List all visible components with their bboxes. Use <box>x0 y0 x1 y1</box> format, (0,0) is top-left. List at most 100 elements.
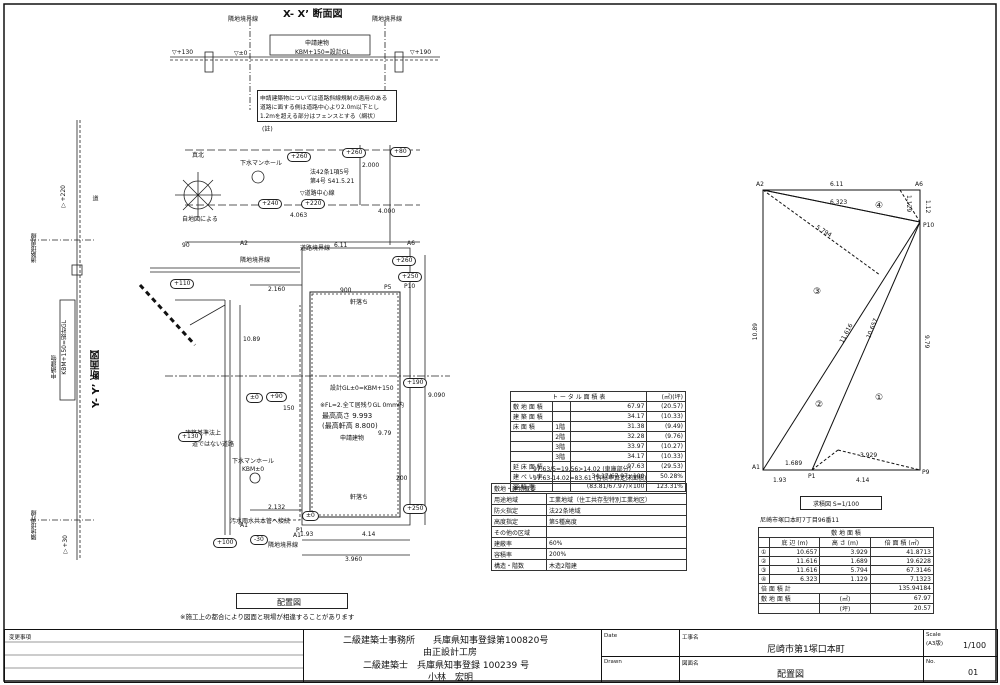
triangle-title-box: 求積図 S=1/100 <box>800 496 882 510</box>
project-divider <box>679 656 923 657</box>
drawing-label: 図面名 <box>682 661 699 667</box>
manhole-label: 下水マンホール <box>240 160 283 167</box>
dim-total: 3.960 <box>345 556 363 563</box>
road-law-label: 法42条1項5号 <box>310 169 350 176</box>
section-yy-building: 申請建物 <box>51 355 58 379</box>
no-label: No. <box>926 659 936 665</box>
area-cell <box>509 441 554 452</box>
dim-top: 6.11 <box>334 242 348 249</box>
calc-cell: 6.323 <box>768 574 821 584</box>
area-cell: 敷 地 面 積 <box>509 401 554 412</box>
building-label: 申請建物 <box>340 435 365 442</box>
level-tag: +220 <box>301 199 326 209</box>
tri-a2: A2 <box>756 181 764 188</box>
site-value: 工業地域（住工共存型特別工業地区） <box>546 493 687 505</box>
area-cell <box>509 431 554 442</box>
dim-900: 900 <box>340 287 352 294</box>
area-cell: (20.57) <box>646 401 686 412</box>
neighbor-boundary-bottom: 隣地境界線 <box>268 542 299 549</box>
level-tag: +190 <box>403 378 428 388</box>
area-cell: 建 築 面 積 <box>509 411 554 422</box>
section-xx-level-zero: ▽±0 <box>234 50 248 57</box>
table-row: (坪)20.57 <box>757 603 935 614</box>
office-line-3: 二級建築士 兵庫県知事登録 100239 号 <box>363 661 530 671</box>
level-tag: -30 <box>250 535 268 545</box>
area-table-title: ト ー タ ル 面 積 表 <box>509 391 648 402</box>
note-line-2: 道路に面する側は道路中心より2.0m以下とし <box>260 105 380 111</box>
scale-value: 1/100 <box>963 641 987 650</box>
drain-label: 汚水雨水共本管へ接続 <box>230 518 291 525</box>
table-row: 構造・階数木造2階建 <box>491 559 687 571</box>
area-cell: (9.76) <box>646 431 686 442</box>
calc-cell: 19.6228 <box>869 556 935 566</box>
date-label: Date <box>604 633 618 639</box>
site-key: 容積率 <box>491 548 547 560</box>
kbm-label: KBM±0 <box>242 466 265 473</box>
dim-side-right: 9.090 <box>428 392 446 399</box>
tri-len-1689: 1.689 <box>785 460 803 467</box>
area-cell: 34.17 <box>570 411 648 422</box>
point-a2: A2 <box>240 240 248 247</box>
tri-len-1089: 10.89 <box>752 323 759 341</box>
title-block: 変更事項 二級建築士事務所 兵庫県知事登録第100820号 由正設計工房 二級建… <box>4 629 998 683</box>
tri-len-top: 6.11 <box>830 181 844 188</box>
calc-site-value: 67.97 <box>869 593 935 604</box>
scale-sub: (A3版) <box>926 641 944 647</box>
calc-site-label: 敷 地 面 積 <box>757 593 821 604</box>
level-tag: +260 <box>342 148 367 158</box>
date-cell: Date Drawn <box>601 630 680 682</box>
section-xx-right-boundary: 隣地境界線 <box>372 16 403 23</box>
dim-90: 90 <box>182 242 190 249</box>
section-yy-level-top: ▽+220 <box>60 185 67 209</box>
level-tag: +80 <box>390 147 411 157</box>
eave-height-label: (最高軒高 8.800) <box>322 422 378 430</box>
table-row: 敷 地 面 積 67.97(20.57) <box>509 401 686 412</box>
area-cell: 31.38 <box>570 421 648 432</box>
calc-site-unit: (㎡) <box>819 593 871 604</box>
calc-cell: 41.8713 <box>869 547 935 557</box>
area-cell: 3階 <box>552 441 572 452</box>
level-tag: +110 <box>170 279 195 289</box>
table-row: 用途地域工業地域（住工共存型特別工業地区） <box>491 493 687 505</box>
tri-len-112: 1.12 <box>924 200 931 214</box>
area-cell: 67.97 <box>570 401 648 412</box>
dim-979: 9.79 <box>378 430 392 437</box>
point-a1: A1 <box>240 522 248 529</box>
office-cell: 二級建築士事務所 兵庫県知事登録第100820号 由正設計工房 二級建築士 兵庫… <box>303 630 602 683</box>
point-a6: A6 <box>407 240 415 247</box>
site-value <box>546 526 687 538</box>
area-cell: (29.53) <box>646 461 686 472</box>
site-value: 法22条地域 <box>546 504 687 516</box>
changes-label: 変更事項 <box>9 635 32 641</box>
calc-title: 敷 地 面 積 <box>758 527 934 538</box>
point-p1: P1 <box>296 527 304 534</box>
level-tag: +260 <box>287 152 312 162</box>
changes-cell: 変更事項 <box>5 630 304 682</box>
calc-cell: 3.929 <box>819 547 871 557</box>
area-cell: 33.97 <box>570 441 648 452</box>
level-tag: ±0 <box>246 393 263 403</box>
section-xx-title: X- X’ 断面図 <box>283 9 343 20</box>
section-xx-building: 申請建物 <box>305 40 330 47</box>
section-yy-title: Y- Y’ 断面図 <box>91 350 102 408</box>
tri-region-1: ① <box>875 393 884 403</box>
triangle-address: 尼崎市塚口本町7丁目96番11 <box>760 517 840 524</box>
office-line-2: 由正設計工房 <box>423 648 478 658</box>
calc-cell: ③ <box>758 565 770 575</box>
area-cell: 3階 <box>552 451 572 462</box>
point-p5: P5 <box>384 284 392 291</box>
calc-head-blank <box>758 537 770 548</box>
dim-4063: 4.063 <box>290 212 308 219</box>
gl-spec-label: 設計GL±0=KBM+150 <box>330 385 394 392</box>
tri-len-193: 1.93 <box>773 477 787 484</box>
eaves-bottom-label: 軒落ち <box>350 494 369 501</box>
